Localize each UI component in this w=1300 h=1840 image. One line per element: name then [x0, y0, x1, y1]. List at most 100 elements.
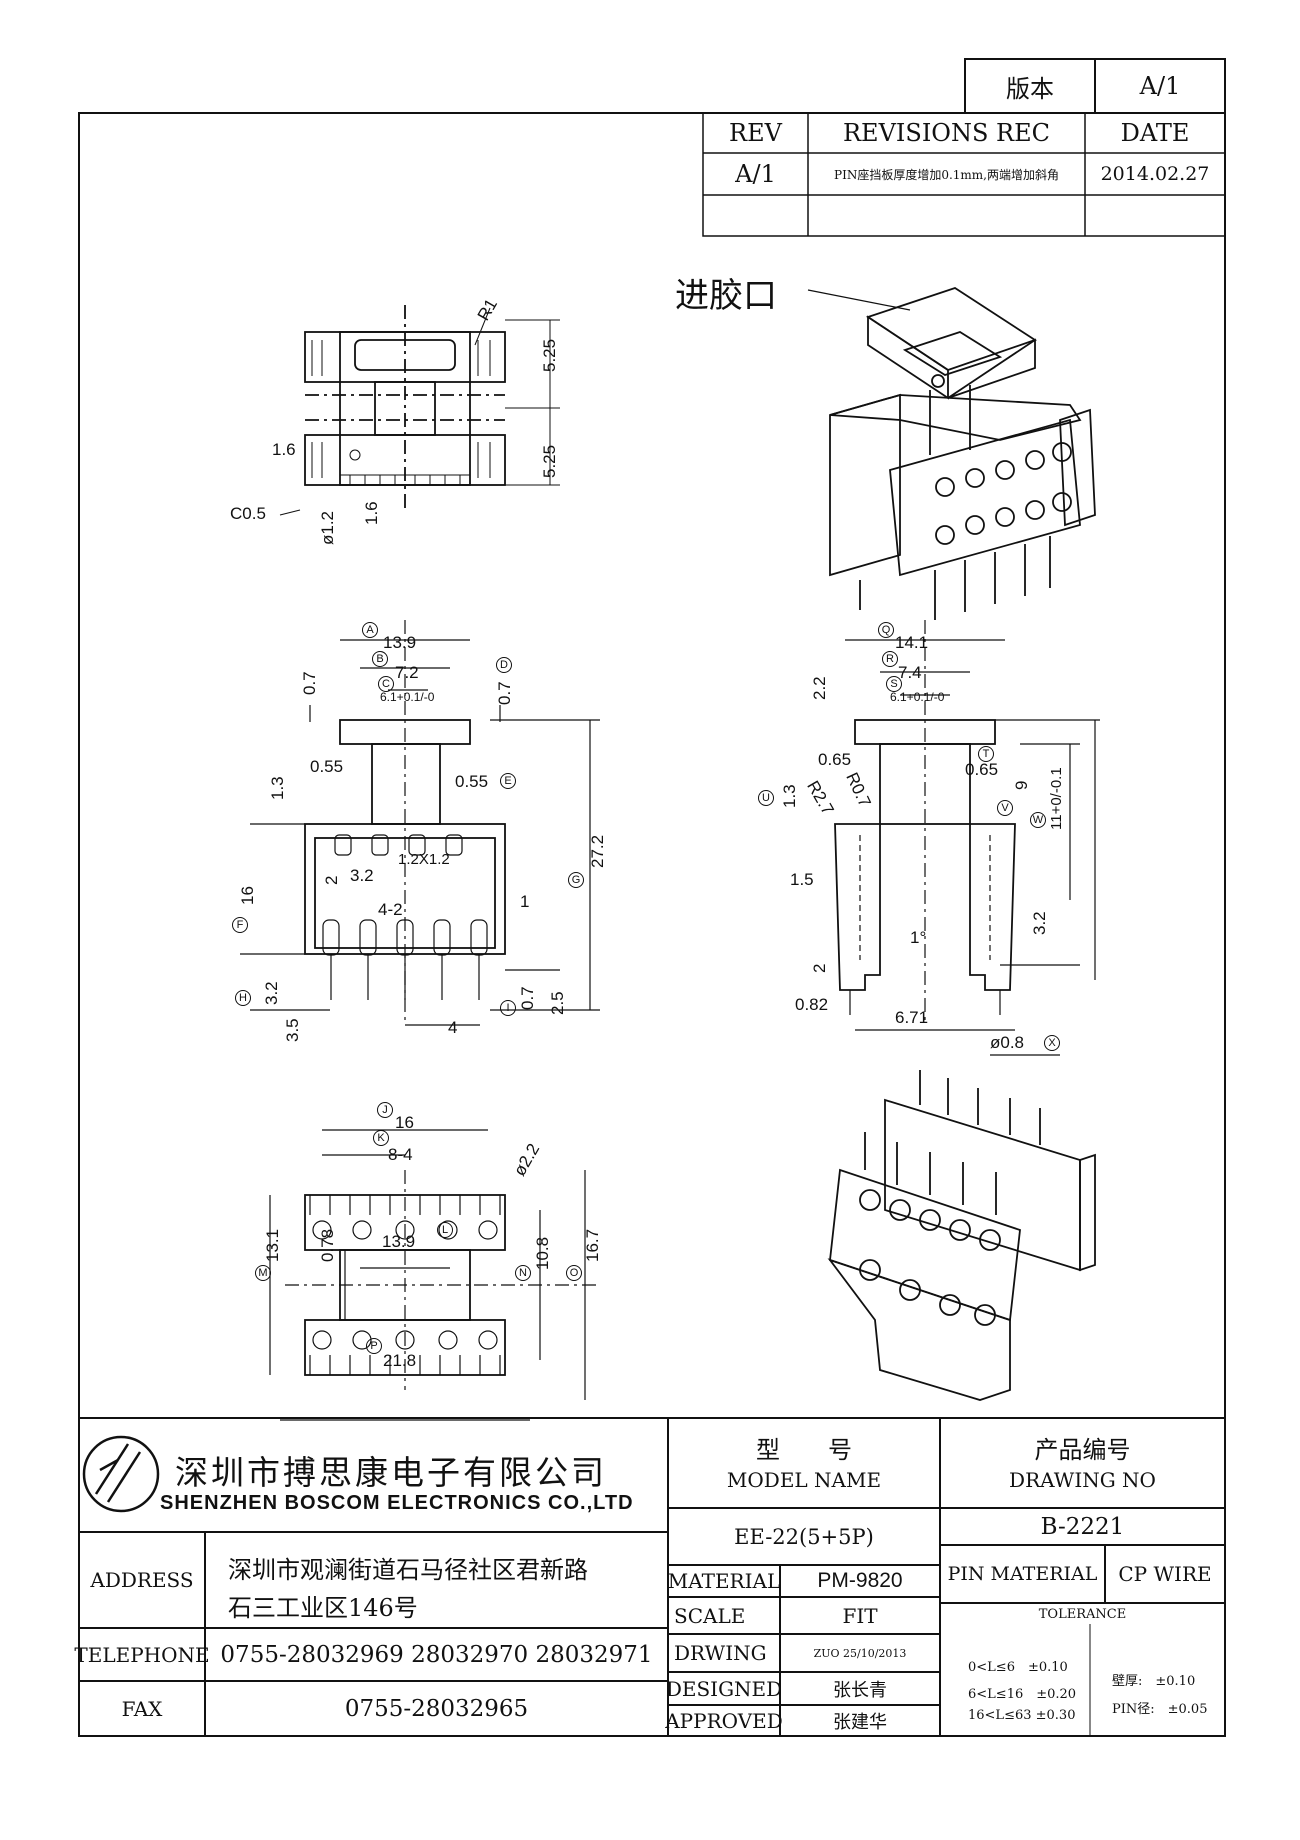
dim-0-7-left: 0.7: [300, 671, 319, 695]
callout-h: H: [235, 990, 251, 1006]
address-label: ADDRESS: [90, 1568, 194, 1592]
dim-16-bottom: 16: [395, 1113, 414, 1132]
dim-1-degree: 1°: [910, 928, 927, 947]
callout-e: E: [500, 773, 516, 789]
callout-s: S: [886, 676, 902, 692]
scale-value: FIT: [842, 1603, 878, 1628]
pin-diameter-tolerance: PIN径: ±0.05: [1112, 1702, 1208, 1717]
address-line2: 石三工业区146号: [228, 1594, 418, 1622]
dim-4-pitch: 4: [448, 1018, 458, 1037]
callout-l: L: [437, 1222, 453, 1238]
dim-0-7-right: 0.7: [495, 681, 514, 705]
dim-6-1: 6.1+0.1/-0: [380, 690, 435, 704]
dim-10-8: 10.8: [533, 1236, 552, 1270]
dim-5-25-top: 5.25: [540, 338, 559, 372]
dim-1-3-side: 1.3: [780, 784, 799, 808]
drawing-no-value: B-2221: [1040, 1513, 1125, 1540]
dim-0-55-right: 0.55: [455, 772, 489, 791]
dim-dia-1-2: ø1.2: [318, 510, 337, 545]
telephone-value: 0755-28032969 28032970 28032971: [220, 1641, 653, 1668]
dim-3-5: 3.5: [283, 1018, 302, 1042]
material-label: MATERIAL: [667, 1569, 781, 1593]
dim-8-4: 8-4: [388, 1145, 413, 1164]
bottom-view: [269, 1129, 600, 1421]
dim-1-6-horiz: 1.6: [272, 440, 296, 459]
callout-r: R: [882, 651, 898, 667]
scale-label: SCALE: [674, 1603, 746, 1628]
fax-label: FAX: [121, 1696, 163, 1721]
pin-material-label: PIN MATERIAL: [947, 1563, 1098, 1585]
dim-14-1: 14.1: [895, 633, 929, 652]
dim-27-2: 27.2: [588, 834, 607, 868]
drawing-no-label-en: DRAWING NO: [1009, 1468, 1156, 1492]
designed-label: DESIGNED: [665, 1676, 783, 1701]
dim-3-2-front: 3.2: [350, 866, 374, 885]
wall-thickness-tolerance: 壁厚: ±0.10: [1112, 1674, 1196, 1689]
callout-p: P: [366, 1338, 382, 1354]
tolerance-label: TOLERANCE: [1038, 1606, 1127, 1622]
dim-dia-0-8: ø0.8: [990, 1033, 1025, 1052]
dim-0-65-left: 0.65: [818, 750, 852, 769]
dim-0-78: 0.78: [318, 1228, 337, 1262]
company-name-en: SHENZHEN BOSCOM ELECTRONICS CO.,LTD: [160, 1492, 634, 1514]
dim-3-2-h: 3.2: [262, 981, 281, 1005]
rev-header: REV: [729, 119, 782, 147]
dim-6-1-side: 6.1+0.1/-0: [890, 690, 945, 704]
dim-9: 9: [1012, 780, 1031, 790]
address-line1: 深圳市观澜街道石马径社区君新路: [228, 1556, 588, 1584]
dim-0-65-right: 0.65: [965, 760, 999, 779]
front-view: [240, 620, 600, 1026]
pin-material-value: CP WIRE: [1118, 1562, 1212, 1586]
callout-f: F: [232, 917, 248, 933]
drwing-value: ZUO 25/10/2013: [813, 1646, 907, 1660]
callout-c: C: [378, 676, 394, 692]
dim-4-2: 4-2: [378, 900, 403, 919]
callout-t: T: [978, 746, 994, 762]
dim-1-5: 1.5: [790, 870, 814, 889]
dim-0-55-left: 0.55: [310, 757, 344, 776]
model-value: EE-22(5+5P): [734, 1524, 874, 1549]
fax-value: 0755-28032965: [344, 1695, 529, 1722]
designed-value: 张长青: [833, 1679, 887, 1701]
dim-2-5: 2.5: [548, 991, 567, 1015]
dim-1-3-front: 1.3: [268, 776, 287, 800]
model-label-cn: 型 号: [756, 1435, 852, 1464]
drawing-frame: [78, 112, 1226, 1737]
model-label-en: MODEL NAME: [726, 1468, 882, 1492]
dim-2-side: 2: [810, 963, 829, 973]
dim-1-front: 1: [520, 892, 530, 911]
injection-gate-label: 进胶口: [675, 276, 777, 316]
rev-row-rec: PIN座挡板厚度增加0.1mm,两端增加斜角: [834, 167, 1059, 182]
side-view: [834, 620, 1100, 1056]
dim-21-8: 21.8: [383, 1351, 417, 1370]
company-logo-icon: [82, 1435, 160, 1513]
callout-q: Q: [878, 622, 894, 638]
callout-n: N: [515, 1265, 531, 1281]
callout-w: W: [1030, 812, 1046, 828]
dim-1-6-vert: 1.6: [362, 501, 381, 525]
callout-b: B: [372, 651, 388, 667]
dim-3-2-side: 3.2: [1030, 911, 1049, 935]
dim-13-9: 13.9: [383, 633, 417, 652]
dim-0-82: 0.82: [795, 995, 829, 1014]
approved-label: APPROVED: [665, 1708, 783, 1733]
tolerance-row-3: 16<L≤63 ±0.30: [968, 1708, 1076, 1723]
dim-13-9-bottom: 13.9: [382, 1232, 416, 1251]
callout-g: G: [568, 872, 584, 888]
callout-m: M: [255, 1265, 271, 1281]
callout-k: K: [373, 1130, 389, 1146]
tolerance-row-1: 0<L≤6 ±0.10: [968, 1660, 1068, 1675]
callout-x: X: [1044, 1035, 1060, 1051]
company-name-cn: 深圳市搏思康电子有限公司: [175, 1453, 607, 1492]
callout-j: J: [377, 1102, 393, 1118]
telephone-label: TELEPHONE: [74, 1642, 210, 1667]
iso-view-bottom: [827, 1070, 1096, 1401]
dim-2-2: 2.2: [810, 676, 829, 700]
dim-16: 16: [238, 886, 257, 905]
callout-a: A: [362, 622, 378, 638]
callout-u: U: [758, 790, 774, 806]
callout-d: D: [496, 657, 512, 673]
rev-row-rev: A/1: [735, 160, 776, 188]
date-header: DATE: [1120, 119, 1190, 147]
